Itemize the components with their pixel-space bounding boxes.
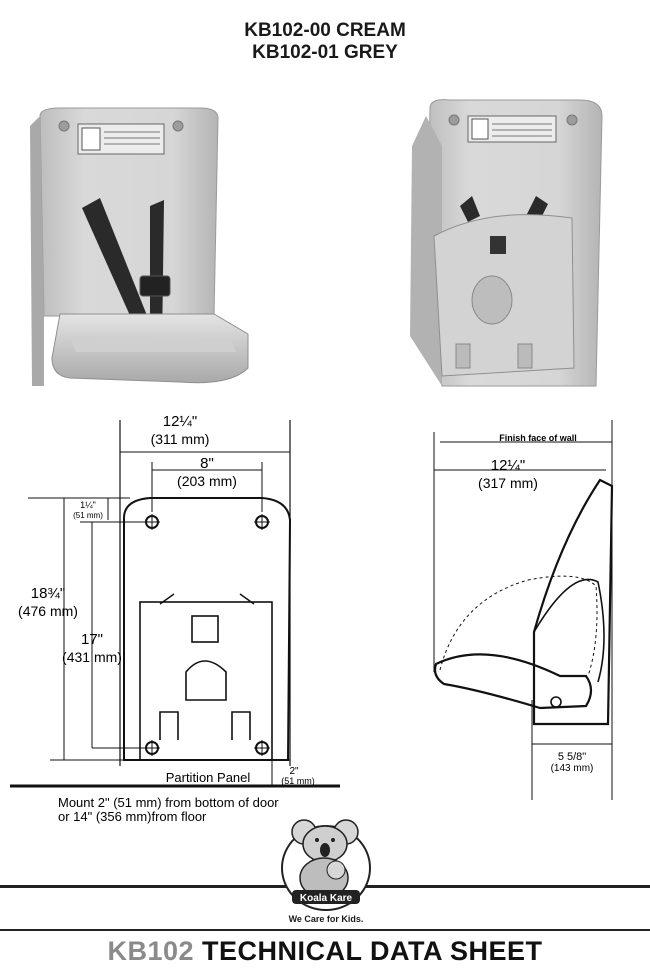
dim-overall-height-mm: (476 mm)	[18, 603, 78, 619]
finish-face-label: Finish face of wall	[499, 433, 577, 443]
product-photo-open	[30, 107, 249, 386]
logo-brand: Koala Kare	[300, 893, 353, 904]
dim-hole-spacing-in: 8"	[200, 455, 214, 472]
dim-hole-height-mm: (431 mm)	[62, 649, 122, 665]
dim-hole-height-in: 17"	[81, 631, 103, 648]
dim-closed-depth-mm: (143 mm)	[551, 763, 594, 774]
footer-model: KB102	[107, 936, 195, 966]
side-view	[433, 420, 614, 800]
document-title: KB102-00 CREAM KB102-01 GREY	[0, 20, 650, 64]
mount-note-line2: or 14" (356 mm)from floor	[58, 809, 207, 824]
dim-closed-depth-in: 5 5/8"	[558, 751, 586, 763]
dim-top-offset-mm: (51 mm)	[73, 511, 103, 520]
title-line-cream: KB102-00 CREAM	[244, 20, 406, 41]
front-dimensions	[28, 451, 290, 786]
title-line-grey: KB102-01 GREY	[252, 42, 398, 63]
dim-top-offset-in: 1¼"	[80, 500, 96, 510]
dim-depth-mm: (317 mm)	[478, 475, 538, 491]
logo-tagline: We Care for Kids.	[288, 914, 364, 924]
dim-overall-width-mm: (311 mm)	[151, 431, 210, 447]
footer-title-text: TECHNICAL DATA SHEET	[202, 936, 543, 966]
koala-icon: Koala Kare	[281, 819, 371, 911]
dim-overall-height-in: 18¾"	[31, 585, 66, 602]
partition-panel-label: Partition Panel	[166, 770, 251, 785]
mount-note-line1: Mount 2" (51 mm) from bottom of door	[58, 795, 279, 810]
footer-title: KB102 TECHNICAL DATA SHEET	[0, 936, 650, 967]
front-view	[119, 420, 292, 766]
dim-bottom-gap-mm: (51 mm)	[281, 776, 315, 786]
dim-bottom-gap-in: 2"	[289, 766, 299, 777]
dim-hole-spacing-mm: (203 mm)	[177, 473, 237, 489]
dim-overall-width-in: 12¼"	[163, 413, 198, 430]
product-photo-closed	[410, 99, 603, 387]
dim-depth-in: 12¼"	[491, 457, 526, 474]
koala-kare-logo: Koala Kare We Care for Kids.	[278, 812, 374, 930]
footer-rule-bottom	[0, 929, 650, 931]
technical-drawing: 12¼" (311 mm) 8" (203 mm) 1¼" (51 mm) 18…	[10, 413, 614, 824]
